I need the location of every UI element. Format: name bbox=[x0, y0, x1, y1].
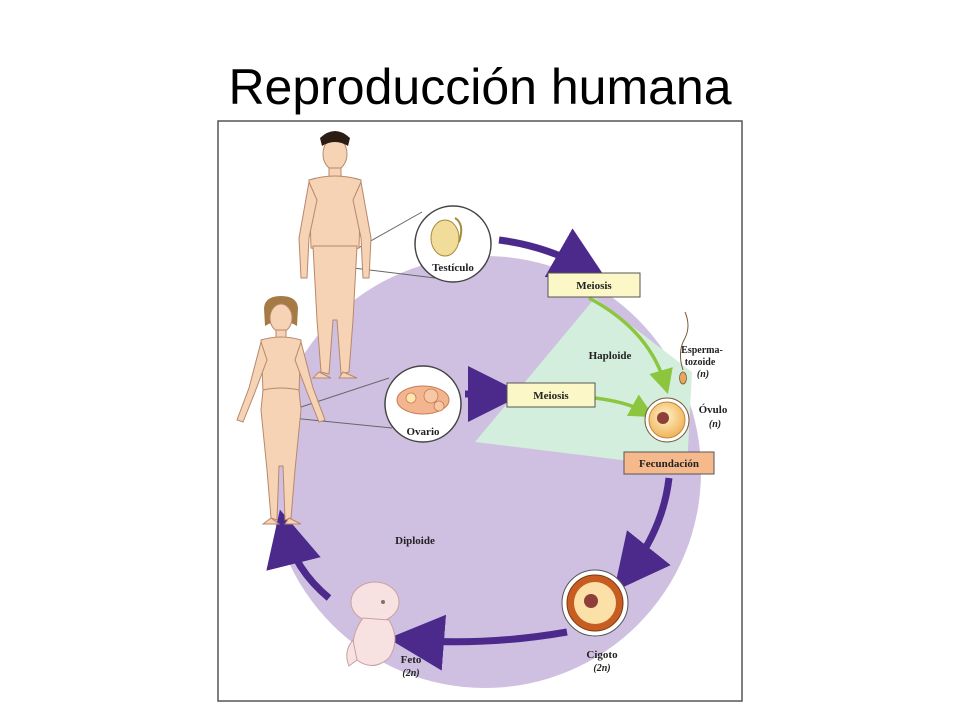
ovary-label: Ovario bbox=[407, 426, 440, 438]
haploid-label: Haploide bbox=[589, 350, 632, 362]
arrow-zygote-to-fetus bbox=[388, 614, 568, 671]
fetus-figure bbox=[346, 581, 400, 667]
sperm-cell bbox=[679, 311, 689, 385]
male-figure bbox=[298, 131, 372, 379]
slide-title: Reproducción humana bbox=[228, 59, 732, 115]
testicle-label: Testículo bbox=[432, 262, 474, 274]
meiosis-box-female bbox=[506, 382, 596, 408]
arrow-fetus-to-adults bbox=[266, 509, 332, 601]
arrow-testicle-to-meiosis bbox=[498, 228, 608, 281]
zygote-cell bbox=[561, 569, 629, 637]
fertilization-box bbox=[623, 451, 715, 475]
zygote-label: Cigoto bbox=[586, 649, 618, 661]
arrow-meiosis-to-sperm bbox=[588, 296, 673, 395]
arrow-meiosis-to-ovum bbox=[594, 394, 655, 418]
reproduction-cycle-diagram: Testículo Ovario Meiosis Meiosis Haploid… bbox=[217, 120, 743, 702]
meiosis-label-female: Meiosis bbox=[533, 390, 569, 402]
meiosis-label-male: Meiosis bbox=[576, 280, 612, 292]
ovary-inset bbox=[384, 365, 462, 443]
ovum-cell bbox=[644, 397, 690, 443]
fetus-ploidy: (2n) bbox=[402, 668, 419, 679]
diploid-label: Diploide bbox=[395, 535, 435, 547]
sperm-label-line1: Esperma- bbox=[681, 345, 723, 356]
meiosis-box-male bbox=[547, 272, 641, 298]
testicle-inset bbox=[414, 205, 492, 283]
sperm-ploidy: (n) bbox=[697, 369, 709, 380]
arrow-fertilization-to-zygote bbox=[613, 477, 673, 592]
ovum-label: Óvulo bbox=[699, 404, 728, 416]
fertilization-label: Fecundación bbox=[639, 458, 699, 470]
ovum-ploidy: (n) bbox=[709, 419, 721, 430]
fetus-label: Feto bbox=[401, 654, 422, 666]
zygote-ploidy: (2n) bbox=[593, 663, 610, 674]
sperm-label-line2: tozoide bbox=[685, 357, 716, 368]
female-figure bbox=[236, 296, 326, 525]
